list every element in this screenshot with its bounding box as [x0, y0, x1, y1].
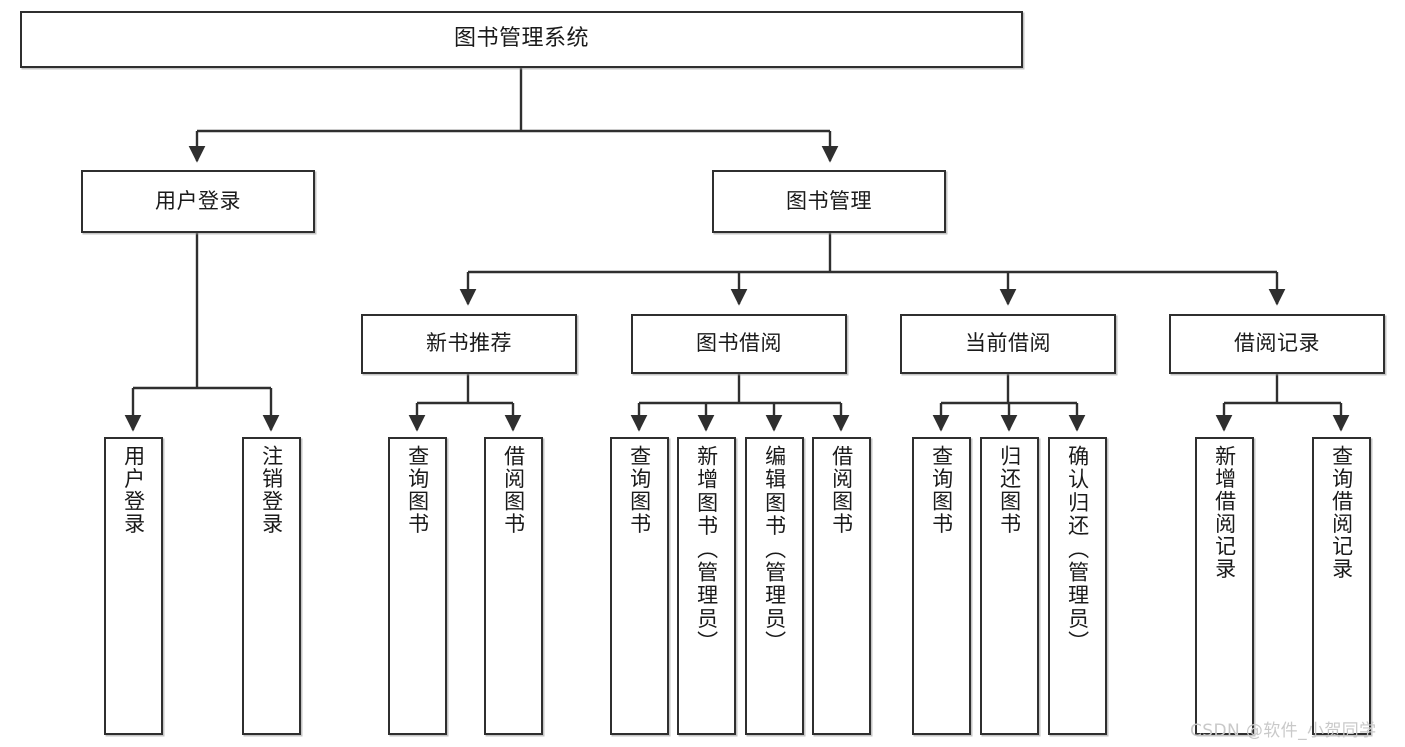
node-label: 确认归还（管理员） — [1065, 445, 1090, 654]
node-label: 当前借阅 — [965, 331, 1051, 356]
csdn-watermark: CSDN @软件_小贺同学 — [1190, 721, 1377, 741]
node-label: 新增借阅记录 — [1212, 445, 1237, 580]
node-leaf-logout-login[interactable]: 注销登录 — [242, 437, 301, 735]
node-leaf-query-book-2[interactable]: 查询图书 — [610, 437, 669, 735]
node-label: 新增图书（管理员） — [694, 445, 719, 654]
node-label: 编辑图书（管理员） — [762, 445, 787, 654]
node-borrow-record[interactable]: 借阅记录 — [1169, 314, 1385, 374]
node-leaf-return-book[interactable]: 归还图书 — [980, 437, 1039, 735]
node-book-borrow[interactable]: 图书借阅 — [631, 314, 847, 374]
node-leaf-query-book-3[interactable]: 查询图书 — [912, 437, 971, 735]
node-leaf-borrow-book-2[interactable]: 借阅图书 — [812, 437, 871, 735]
node-label: 用户登录 — [121, 445, 146, 535]
node-leaf-user-login[interactable]: 用户登录 — [104, 437, 163, 735]
node-leaf-add-borrow-record[interactable]: 新增借阅记录 — [1195, 437, 1254, 735]
node-label: 归还图书 — [997, 445, 1022, 535]
node-label: 图书管理系统 — [453, 26, 589, 52]
node-label: 查询图书 — [405, 445, 430, 535]
node-label: 查询借阅记录 — [1329, 445, 1354, 580]
node-leaf-query-borrow-record[interactable]: 查询借阅记录 — [1312, 437, 1371, 735]
node-leaf-edit-book[interactable]: 编辑图书（管理员） — [745, 437, 804, 735]
node-leaf-add-book[interactable]: 新增图书（管理员） — [677, 437, 736, 735]
node-label: 图书借阅 — [696, 331, 782, 356]
node-label: 查询图书 — [627, 445, 652, 535]
node-new-book-recommend[interactable]: 新书推荐 — [361, 314, 577, 374]
node-leaf-borrow-book-1[interactable]: 借阅图书 — [484, 437, 543, 735]
node-leaf-query-book-1[interactable]: 查询图书 — [388, 437, 447, 735]
node-label: 借阅记录 — [1234, 331, 1320, 356]
node-label: 新书推荐 — [426, 331, 512, 356]
node-label: 借阅图书 — [501, 445, 526, 535]
node-label: 注销登录 — [259, 445, 284, 535]
node-label: 图书管理 — [786, 188, 872, 213]
node-label: 借阅图书 — [829, 445, 854, 535]
node-current-borrow[interactable]: 当前借阅 — [900, 314, 1116, 374]
node-leaf-confirm-return[interactable]: 确认归还（管理员） — [1048, 437, 1107, 735]
node-user-login[interactable]: 用户登录 — [81, 170, 315, 233]
node-root-book-management-system[interactable]: 图书管理系统 — [20, 11, 1023, 68]
node-label: 用户登录 — [155, 188, 241, 213]
node-label: 查询图书 — [929, 445, 954, 535]
node-book-management[interactable]: 图书管理 — [712, 170, 946, 233]
